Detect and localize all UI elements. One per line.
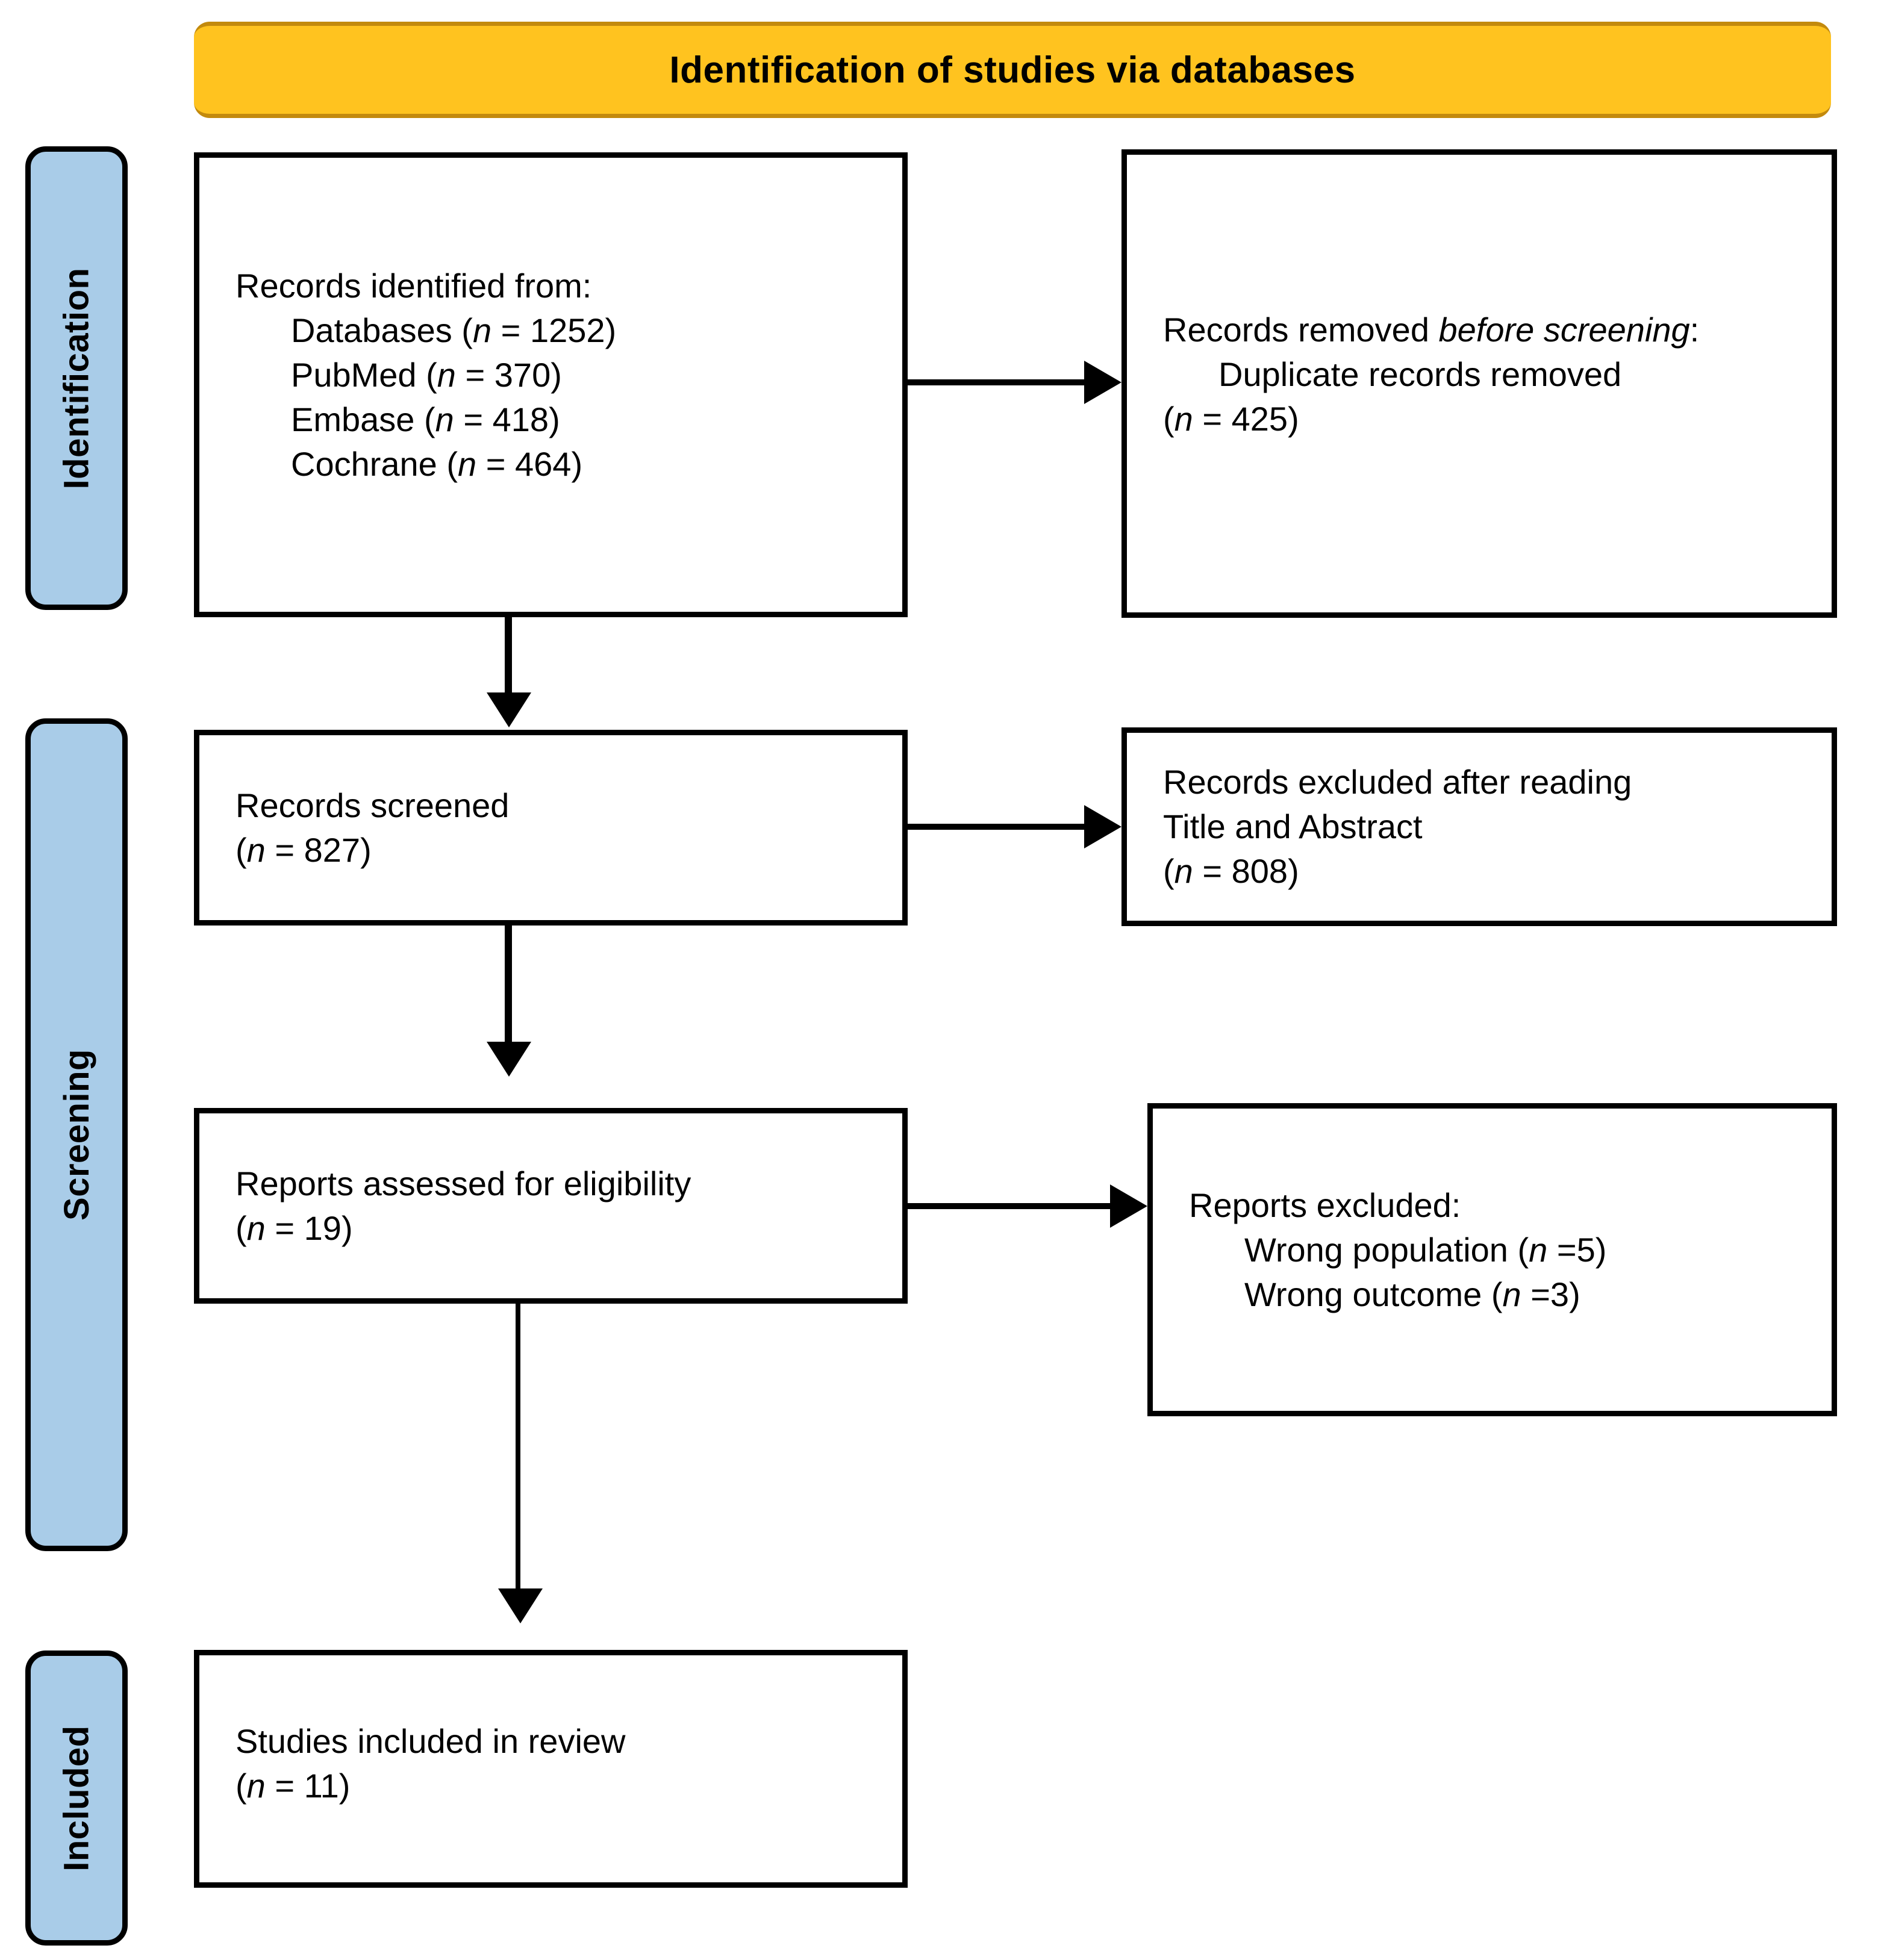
removed-count-duplicates: 425 [1231,399,1288,438]
eligibility-label: Reports assessed for eligibility [236,1164,691,1202]
included-count: 11 [304,1766,339,1805]
reports-excluded-label: Reports excluded: [1189,1186,1461,1225]
stage-tab-identification: Identification [25,146,128,610]
box-records-excluded-text: Records excluded after reading Title and… [1163,763,1632,890]
db-label-pubmed: PubMed [291,356,417,394]
arrow-down-icon-identified-to-screened [487,692,531,727]
excluded-ta-line1: Records excluded after reading [1163,763,1632,801]
arrow-right-icon-identified-to-removed [1084,361,1121,404]
box-records-excluded-title-abstract: Records excluded after reading Title and… [1121,727,1837,926]
excluded-ta-line2: Title and Abstract [1163,807,1423,846]
connector-identified-to-screened-line [505,617,512,695]
screened-count: 827 [304,830,361,869]
db-count-pubmed: 370 [494,356,551,394]
removed-lead-plain: Records removed [1163,311,1439,349]
box-reports-assessed-text: Reports assessed for eligibility (n = 19… [236,1164,691,1247]
arrow-right-icon-screened-to-excluded [1084,805,1121,848]
box-records-identified-text: Records identified from: Databases (n = … [236,267,617,483]
box-records-screened: Records screened (n = 827) [194,730,908,926]
stage-tab-included-label: Included [57,1725,96,1871]
reports-excluded-reason-outcome: Wrong outcome [1244,1275,1482,1313]
reports-excluded-count-outcome: 3 [1550,1275,1570,1313]
reports-excluded-count-population: 5 [1576,1231,1596,1269]
connector-eligibility-to-included-line [516,1304,520,1593]
eligibility-count: 19 [304,1209,342,1247]
box-studies-included-text: Studies included in review (n = 11) [236,1722,626,1805]
connector-screened-to-excluded-line [908,824,1091,830]
stage-tab-included: Included [25,1650,128,1946]
box-records-removed-text: Records removed before screening: Duplic… [1163,311,1700,438]
box-reports-excluded-text: Reports excluded: Wrong population (n =5… [1189,1186,1607,1313]
excluded-ta-count: 808 [1231,851,1288,890]
arrow-down-icon-screened-to-eligibility [487,1042,531,1077]
box-records-removed-before-screening: Records removed before screening: Duplic… [1121,149,1837,618]
removed-item-duplicates: Duplicate records removed [1218,355,1622,394]
box-reports-excluded: Reports excluded: Wrong population (n =5… [1147,1103,1837,1416]
line-records-identified: Records identified from: [236,267,592,305]
db-label-embase: Embase [291,400,415,438]
box-reports-assessed-eligibility: Reports assessed for eligibility (n = 19… [194,1108,908,1304]
db-count-embase: 418 [492,400,549,438]
screened-label: Records screened [236,786,510,824]
stage-tab-screening-label: Screening [57,1049,96,1221]
header-title: Identification of studies via databases [669,49,1356,91]
db-label-cochrane: Cochrane [291,444,437,483]
box-records-identified: Records identified from: Databases (n = … [194,152,908,617]
included-label: Studies included in review [236,1722,626,1760]
db-label-databases: Databases [291,311,452,350]
reports-excluded-reason-population: Wrong population [1244,1231,1508,1269]
arrow-down-icon-eligibility-to-included [498,1588,543,1623]
box-studies-included: Studies included in review (n = 11) [194,1650,908,1888]
removed-lead-italic: before screening [1438,311,1690,349]
stage-tab-screening: Screening [25,718,128,1551]
connector-eligibility-to-reports-excluded-line [908,1203,1115,1209]
arrow-right-icon-eligibility-to-reports-excluded [1110,1184,1147,1228]
box-records-screened-text: Records screened (n = 827) [236,786,510,869]
stage-tab-identification-label: Identification [57,267,96,489]
connector-screened-to-eligibility-line [505,926,512,1046]
db-count-cochrane: 464 [515,444,572,483]
identification-header-banner: Identification of studies via databases [194,22,1831,118]
db-count-databases: 1252 [529,311,605,350]
connector-identified-to-removed-line [908,379,1091,385]
